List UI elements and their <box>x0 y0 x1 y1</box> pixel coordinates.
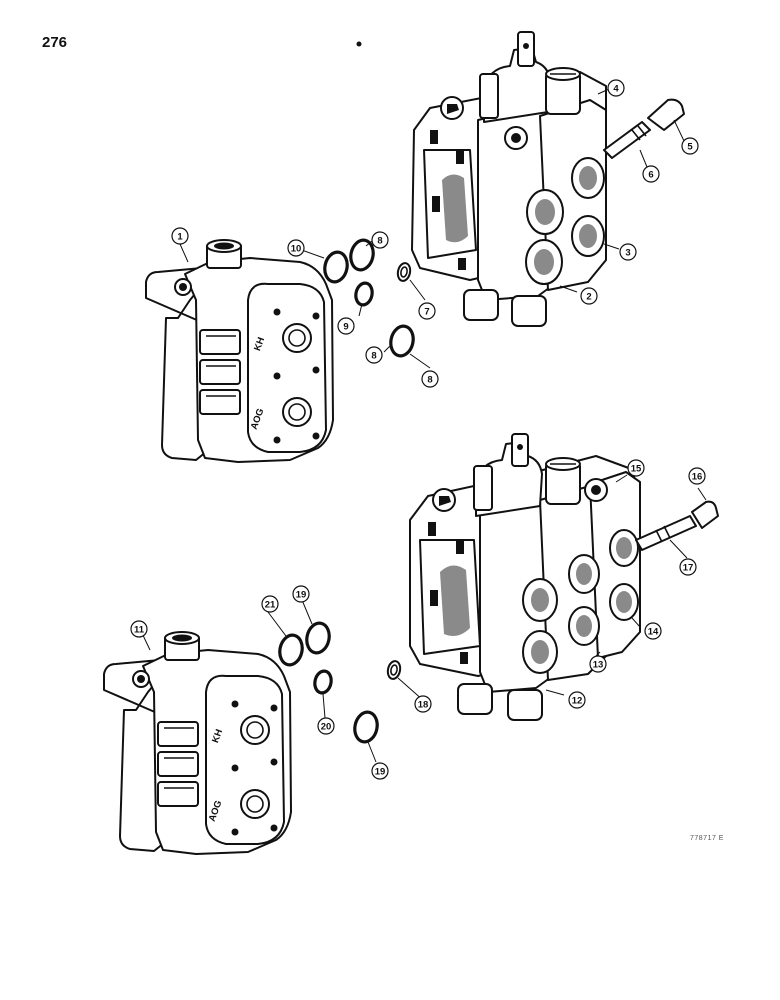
svg-text:10: 10 <box>291 244 302 255</box>
svg-text:11: 11 <box>134 625 145 636</box>
callout-2: 2 <box>580 287 598 305</box>
svg-text:8: 8 <box>427 375 432 386</box>
callout-19a: 19 <box>292 585 310 603</box>
callout-5: 5 <box>681 137 699 155</box>
callout-9: 9 <box>337 317 355 335</box>
svg-text:9: 9 <box>343 322 348 333</box>
callout-4: 4 <box>607 79 625 97</box>
callout-11: 11 <box>130 620 148 638</box>
valve-bank-bottom <box>409 433 719 721</box>
callout-8b: 8 <box>365 346 383 364</box>
svg-text:13: 13 <box>593 660 604 671</box>
callout-17: 17 <box>679 558 697 576</box>
seal-kit-top <box>323 238 415 358</box>
callout-1: 1 <box>171 227 189 245</box>
svg-text:8: 8 <box>371 351 376 362</box>
callout-19b: 19 <box>371 762 389 780</box>
callout-3: 3 <box>619 243 637 261</box>
callout-18: 18 <box>414 695 432 713</box>
svg-text:16: 16 <box>692 472 703 483</box>
svg-text:8: 8 <box>377 236 382 247</box>
callout-8c: 8 <box>421 370 439 388</box>
svg-text:6: 6 <box>648 170 653 181</box>
callout-14: 14 <box>644 622 662 640</box>
casting-mark: KH <box>210 728 225 745</box>
callout-7: 7 <box>418 302 436 320</box>
svg-text:15: 15 <box>631 464 642 475</box>
callout-16: 16 <box>688 467 706 485</box>
svg-text:19: 19 <box>296 590 307 601</box>
callout-20: 20 <box>317 717 335 735</box>
svg-text:7: 7 <box>424 307 429 318</box>
callouts: 1 10 8 9 7 8 8 2 3 4 5 6 11 21 19 20 19 … <box>130 79 706 780</box>
svg-text:2: 2 <box>586 292 591 303</box>
svg-text:18: 18 <box>418 700 429 711</box>
callout-13: 13 <box>589 655 607 673</box>
inlet-section-top: KH AOG <box>145 239 334 463</box>
svg-text:3: 3 <box>625 248 630 259</box>
inlet-section-bottom: KH AOG <box>103 631 292 855</box>
reference-code: 778717 E <box>690 835 724 842</box>
callout-21: 21 <box>261 595 279 613</box>
callout-6: 6 <box>642 165 660 183</box>
svg-text:17: 17 <box>683 563 694 574</box>
seal-kit-bottom <box>278 621 402 744</box>
page-number: 276 <box>42 34 68 51</box>
callout-15: 15 <box>627 459 645 477</box>
svg-text:19: 19 <box>375 767 386 778</box>
svg-text:5: 5 <box>687 142 693 153</box>
callout-8a: 8 <box>371 231 389 249</box>
svg-text:4: 4 <box>613 84 619 95</box>
svg-text:1: 1 <box>177 232 183 243</box>
callout-10: 10 <box>287 239 305 257</box>
svg-text:12: 12 <box>572 696 583 707</box>
svg-text:14: 14 <box>648 627 659 638</box>
casting-mark: KH <box>252 336 267 353</box>
svg-text:21: 21 <box>265 600 276 611</box>
valve-bank-top <box>411 31 685 327</box>
print-mark <box>356 41 362 47</box>
callout-12: 12 <box>568 691 586 709</box>
svg-text:20: 20 <box>321 722 332 733</box>
